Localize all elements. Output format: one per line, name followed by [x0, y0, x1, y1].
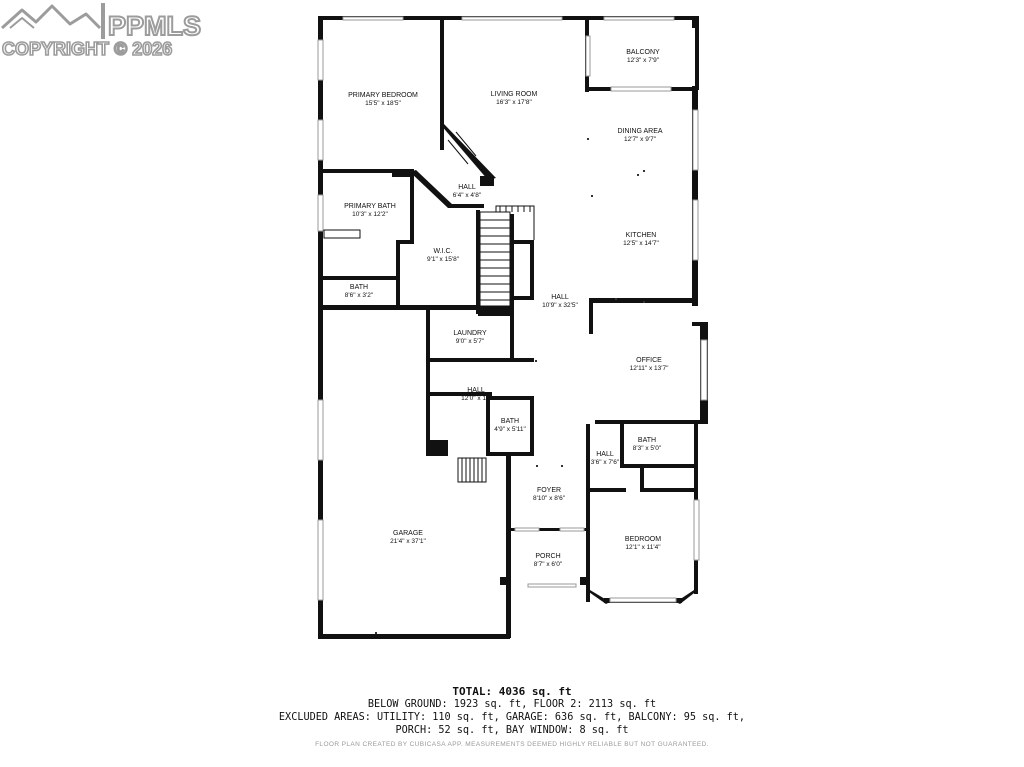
reference-points: [375, 138, 645, 634]
svg-text:PORCH: PORCH: [535, 553, 560, 560]
svg-text:W.I.C.: W.I.C.: [433, 248, 452, 255]
area-summary: TOTAL: 4036 sq. ft BELOW GROUND: 1923 sq…: [0, 685, 1024, 737]
svg-text:8'10" x 8'6": 8'10" x 8'6": [533, 495, 566, 502]
svg-text:10'3" x 12'2": 10'3" x 12'2": [352, 211, 388, 218]
excluded-areas: EXCLUDED AREAS: UTILITY: 110 sq. ft, GAR…: [278, 712, 746, 723]
svg-text:BATH: BATH: [638, 437, 656, 444]
excluded-areas-cont: PORCH: 52 sq. ft, BAY WINDOW: 8 sq. ft: [395, 725, 629, 736]
stairs: [323, 131, 535, 483]
svg-text:8'3" x 5'0": 8'3" x 5'0": [633, 445, 662, 452]
svg-text:PRIMARY BEDROOM: PRIMARY BEDROOM: [348, 92, 418, 99]
svg-text:PRIMARY BATH: PRIMARY BATH: [344, 203, 396, 210]
svg-text:3'6" x 7'6": 3'6" x 7'6": [591, 459, 620, 466]
svg-text:FOYER: FOYER: [537, 487, 561, 494]
svg-text:BEDROOM: BEDROOM: [625, 536, 661, 543]
svg-text:OFFICE: OFFICE: [636, 357, 662, 364]
svg-text:9'0" x 5'7": 9'0" x 5'7": [456, 338, 485, 345]
svg-text:21'4" x 37'1": 21'4" x 37'1": [390, 538, 426, 545]
copyright-text: COPYRIGHT © 2026: [2, 39, 172, 59]
svg-text:HALL: HALL: [596, 451, 614, 458]
svg-text:HALL: HALL: [467, 387, 485, 394]
brand-text: PPMLS: [108, 11, 201, 41]
svg-text:LAUNDRY: LAUNDRY: [453, 330, 487, 337]
room-wic: W.I.C.9'1" x 15'8": [427, 248, 460, 263]
svg-text:DINING AREA: DINING AREA: [617, 128, 662, 135]
svg-text:10'9" x 32'5": 10'9" x 32'5": [542, 302, 578, 309]
svg-text:LIVING ROOM: LIVING ROOM: [491, 91, 538, 98]
svg-text:9'1" x 15'8": 9'1" x 15'8": [427, 256, 460, 263]
windows: [317, 16, 708, 603]
svg-text:HALL: HALL: [458, 184, 476, 191]
svg-text:16'3" x 17'8": 16'3" x 17'8": [496, 99, 532, 106]
svg-text:12'5" x 14'7": 12'5" x 14'7": [623, 240, 659, 247]
svg-text:12'3" x 7'9": 12'3" x 7'9": [627, 57, 660, 64]
disclaimer: FLOOR PLAN CREATED BY CUBICASA APP. MEAS…: [315, 741, 709, 748]
svg-text:6'4" x 4'8": 6'4" x 4'8": [453, 192, 482, 199]
total-area: TOTAL: 4036 sq. ft: [452, 685, 572, 698]
svg-text:BATH: BATH: [501, 418, 519, 425]
svg-text:12'1" x 11'4": 12'1" x 11'4": [625, 544, 661, 551]
area-breakdown: BELOW GROUND: 1923 sq. ft, FLOOR 2: 2113…: [367, 699, 657, 710]
svg-text:KITCHEN: KITCHEN: [626, 232, 657, 239]
ppmls-watermark-logo: PPMLS COPYRIGHT © 2026: [0, 3, 202, 60]
svg-text:15'5" x 18'5": 15'5" x 18'5": [365, 100, 401, 107]
svg-text:8'6" x 3'2": 8'6" x 3'2": [345, 292, 374, 299]
svg-text:12'11" x 13'7": 12'11" x 13'7": [630, 365, 669, 372]
svg-text:12'7" x 9'7": 12'7" x 9'7": [624, 136, 657, 143]
mountain-icon: [0, 4, 102, 30]
walls: [318, 16, 708, 639]
svg-text:GARAGE: GARAGE: [393, 530, 423, 537]
svg-text:4'9" x 5'11": 4'9" x 5'11": [494, 426, 526, 433]
svg-text:8'7" x 6'0": 8'7" x 6'0": [534, 561, 563, 568]
svg-text:HALL: HALL: [551, 294, 569, 301]
svg-text:12'0" x 10': 12'0" x 10': [461, 395, 491, 402]
svg-text:BALCONY: BALCONY: [626, 49, 660, 56]
svg-text:BATH: BATH: [350, 284, 368, 291]
